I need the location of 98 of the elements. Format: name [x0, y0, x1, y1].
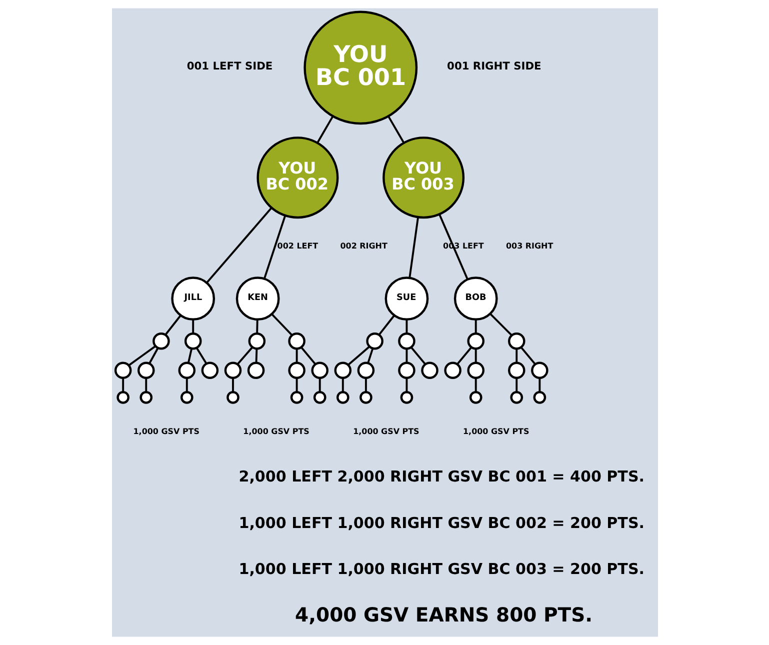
node-circle [507, 332, 525, 350]
node-circle: YOU BC 003 [382, 136, 464, 219]
connector [128, 346, 156, 366]
node-circle [398, 332, 415, 350]
node-circle [184, 332, 202, 350]
node-circle [200, 362, 218, 379]
node-circle [532, 390, 546, 404]
connector [405, 320, 408, 334]
node-circle [310, 362, 328, 379]
connector [270, 314, 292, 336]
label: 1,000 LEFT 1,000 RIGHT GSV BC 002 = 200 PTS. [238, 514, 644, 532]
label: 2,000 LEFT 2,000 RIGHT GSV BC 001 = 400 PTS. [238, 468, 644, 486]
connector [538, 378, 540, 392]
node-circle [139, 390, 152, 404]
node-circle [468, 390, 482, 404]
connector [295, 348, 298, 362]
connector [438, 214, 468, 280]
connector [254, 348, 258, 363]
label: 001 LEFT SIDE [186, 60, 272, 73]
node-circle: YOU BC 001 [303, 10, 418, 125]
connector [341, 378, 344, 392]
connector [520, 346, 536, 365]
label: 4,000 GSV EARNS 800 PTS. [294, 603, 592, 626]
node-circle: BOB [453, 276, 498, 320]
connector [262, 215, 286, 279]
connector [232, 378, 234, 392]
connector [364, 378, 366, 392]
connector [474, 320, 476, 334]
connector [148, 348, 158, 364]
connector [474, 378, 476, 392]
node-circle [226, 390, 239, 404]
connector [122, 378, 124, 392]
connector [236, 346, 253, 365]
label: 001 RIGHT SIDE [446, 60, 541, 73]
node-circle [400, 390, 413, 404]
connector [410, 346, 426, 365]
connector [489, 313, 512, 336]
connector [164, 314, 181, 336]
node-circle [366, 332, 383, 350]
connector [295, 378, 298, 392]
label: 002 RIGHT [340, 242, 387, 251]
connector [387, 116, 404, 144]
node-circle [444, 362, 461, 379]
connector [300, 346, 316, 365]
connector [316, 116, 334, 144]
node-circle: JILL [170, 276, 215, 320]
connector [347, 346, 370, 366]
node-circle [246, 362, 264, 379]
node-circle [530, 362, 548, 379]
label: 002 LEFT [276, 242, 318, 251]
connector [515, 348, 518, 362]
node-circle [312, 390, 326, 404]
node-circle [420, 362, 438, 379]
node-circle [359, 390, 372, 404]
connector [144, 378, 147, 392]
connector [186, 348, 192, 364]
label: 003 RIGHT [505, 242, 553, 251]
node-circle [152, 332, 170, 350]
connector [405, 378, 408, 392]
node-circle: KEN [235, 276, 280, 320]
node-circle [180, 390, 193, 404]
node-circle: SUE [384, 276, 428, 320]
node-circle [116, 390, 129, 404]
connector [474, 348, 476, 362]
node-circle [290, 390, 303, 404]
label: 1,000 GSV PTS [462, 426, 529, 436]
connector [515, 378, 518, 392]
node-circle [336, 390, 349, 404]
connector [195, 347, 207, 364]
connector [405, 348, 408, 362]
node-circle [114, 362, 132, 379]
connector [408, 217, 419, 278]
node-circle [398, 362, 415, 379]
label: 1,000 GSV PTS [352, 426, 419, 436]
node-circle [248, 332, 266, 350]
connector [378, 314, 395, 336]
node-circle [224, 362, 242, 379]
node-circle [178, 362, 196, 379]
label: 1,000 GSV PTS [132, 426, 199, 436]
node-circle: YOU BC 002 [256, 136, 338, 219]
connector [366, 348, 374, 364]
node-circle [288, 332, 305, 350]
connector [456, 346, 472, 365]
node-circle [466, 362, 484, 379]
node-circle [334, 362, 352, 379]
connector [192, 320, 194, 334]
node-circle [507, 362, 525, 379]
node-circle [288, 362, 305, 379]
node-circle [466, 332, 484, 350]
label: 1,000 GSV PTS [242, 426, 309, 436]
connector [185, 378, 188, 392]
node-circle [136, 362, 154, 379]
node-circle [510, 390, 523, 404]
label: 1,000 LEFT 1,000 RIGHT GSV BC 003 = 200 PTS. [238, 560, 644, 578]
node-circle [356, 362, 374, 379]
connector [206, 207, 272, 284]
connector [318, 378, 320, 392]
connector [256, 320, 258, 334]
